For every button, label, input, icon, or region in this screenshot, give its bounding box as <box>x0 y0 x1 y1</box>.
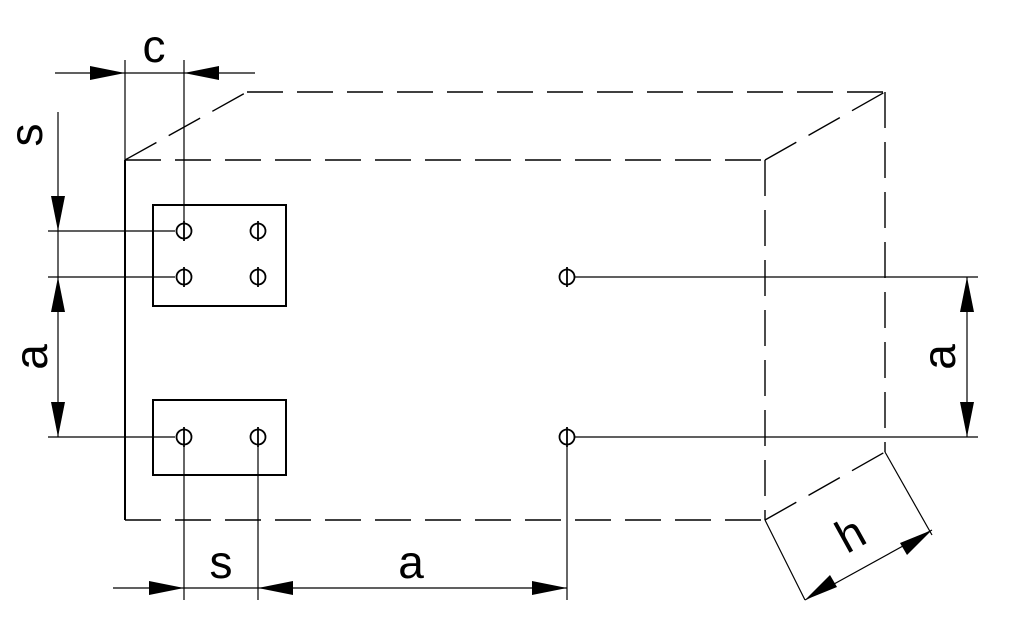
anchor-hole <box>175 267 193 287</box>
block-bottom-right-depth-edge <box>764 451 886 521</box>
arrow-s-bottom-left <box>149 581 184 595</box>
arrow-c-left <box>90 66 125 80</box>
anchor-hole <box>558 267 576 287</box>
dimension-s-left: s <box>0 112 65 277</box>
arrow-a-right-bottom <box>960 402 974 437</box>
block-top-right-depth-edge <box>764 91 886 161</box>
arrow-a-right-top <box>960 277 974 312</box>
label-c: c <box>143 20 166 72</box>
upper-base-plate <box>152 204 287 307</box>
ext-line-h-lower <box>764 519 806 601</box>
arrow-h-upper <box>900 530 932 555</box>
label-a-bottom: a <box>398 536 424 588</box>
arrow-a-left-bottom <box>51 402 65 437</box>
label-a-right: a <box>913 344 965 370</box>
label-h: h <box>826 505 874 563</box>
dimension-a-right: a <box>913 277 974 437</box>
label-s-left: s <box>0 124 52 147</box>
dimension-a-left: a <box>5 277 65 437</box>
arrow-a-left-top <box>51 277 65 312</box>
dimension-c: c <box>55 20 255 80</box>
arrow-a-bottom-right <box>532 581 567 595</box>
anchor-hole <box>249 427 267 447</box>
arrow-c-right <box>184 66 219 80</box>
anchor-hole <box>175 427 193 447</box>
anchor-hole <box>249 267 267 287</box>
label-a-left: a <box>5 344 57 370</box>
extension-lines <box>48 60 978 601</box>
anchor-hole <box>175 221 193 241</box>
dimension-h: h <box>804 505 933 601</box>
label-s-bottom: s <box>210 536 233 588</box>
arrow-s-bottom-right <box>258 581 293 595</box>
block-left-depth-edge <box>124 91 248 161</box>
anchor-hole <box>249 221 267 241</box>
concrete-block-outline <box>124 91 886 521</box>
anchor-holes <box>175 221 576 447</box>
arrow-s-left-upper <box>51 196 65 231</box>
dimension-bottom: s a <box>113 536 567 595</box>
anchor-hole <box>558 427 576 447</box>
arrow-h-lower <box>805 575 837 600</box>
ext-line-h-upper <box>884 451 933 536</box>
